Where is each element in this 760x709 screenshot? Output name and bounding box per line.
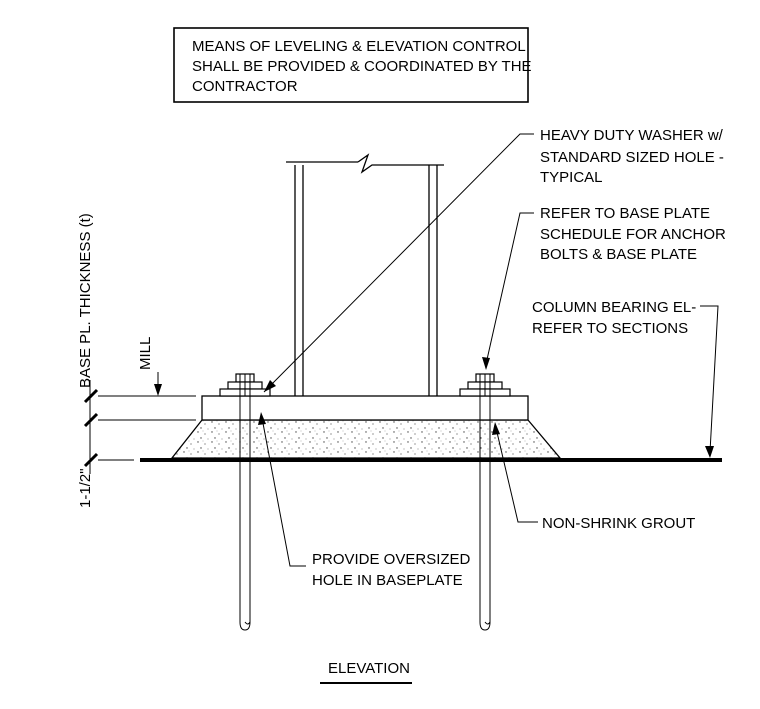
base-plate [201, 395, 529, 421]
callout-base-plate-schedule: REFER TO BASE PLATE SCHEDULE FOR ANCHOR … [482, 205, 726, 370]
note-line-1: MEANS OF LEVELING & ELEVATION CONTROL [192, 38, 526, 55]
oversized-line-2: HOLE IN BASEPLATE [312, 572, 463, 589]
schedule-line-2: SCHEDULE FOR ANCHOR [540, 226, 726, 243]
dimension-base-plate-thickness: BASE PL. THICKNESS (t) 1-1/2" [77, 213, 134, 508]
schedule-line-3: BOLTS & BASE PLATE [540, 246, 697, 263]
dimension-mill: MILL [98, 337, 196, 421]
washer-line-1: HEAVY DUTY WASHER w/ [540, 127, 724, 144]
elevation-title: ELEVATION [328, 660, 410, 677]
callout-column-bearing: COLUMN BEARING EL- REFER TO SECTIONS [532, 299, 719, 458]
note-box-frame [173, 27, 529, 103]
view-title: ELEVATION [320, 660, 412, 684]
washer-line-3: TYPICAL [540, 169, 603, 186]
callout-grout: NON-SHRINK GROUT [492, 422, 695, 532]
callout-washer: HEAVY DUTY WASHER w/ STANDARD SIZED HOLE… [263, 127, 724, 393]
base-plate-thickness-label: BASE PL. THICKNESS (t) [77, 213, 94, 388]
note-box: MEANS OF LEVELING & ELEVATION CONTROL SH… [173, 27, 532, 103]
anchor-bolt-right [459, 373, 511, 631]
grout-depth-label: 1-1/2" [77, 468, 94, 508]
anchor-bolt-left [219, 373, 271, 631]
washer-line-2: STANDARD SIZED HOLE - [540, 149, 724, 166]
bearing-line-2: REFER TO SECTIONS [532, 320, 688, 337]
note-line-3: CONTRACTOR [192, 78, 298, 95]
bearing-line-1: COLUMN BEARING EL- [532, 299, 696, 316]
mill-label: MILL [137, 337, 154, 370]
note-line-2: SHALL BE PROVIDED & COORDINATED BY THE [192, 58, 532, 75]
oversized-line-1: PROVIDE OVERSIZED [312, 551, 471, 568]
grout-label: NON-SHRINK GROUT [542, 515, 695, 532]
schedule-line-1: REFER TO BASE PLATE [540, 205, 710, 222]
steel-column [286, 153, 444, 396]
callout-oversized-hole: PROVIDE OVERSIZED HOLE IN BASEPLATE [258, 412, 471, 589]
